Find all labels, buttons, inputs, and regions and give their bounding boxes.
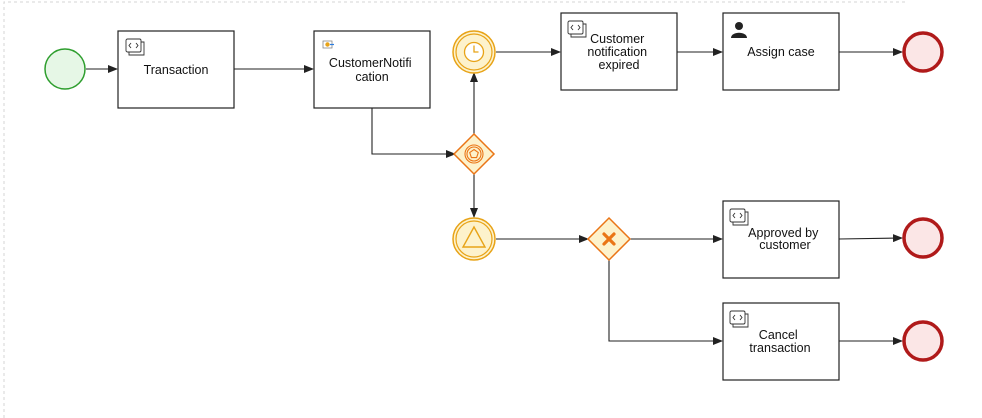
user-task-icon [731,22,747,38]
task-customer-notification-label: CustomerNotifi cation [329,56,415,84]
end-event-top[interactable] [902,31,944,73]
script-task-icon [729,208,749,226]
script-task-icon [729,310,749,328]
pentagon-icon [469,148,479,159]
flow-notification-to-event-gateway[interactable] [371,108,456,158]
task-cancel-transaction[interactable]: Cancel transaction [722,302,840,381]
signal-intermediate-event[interactable] [452,217,496,261]
event-based-gateway[interactable] [452,132,496,176]
task-approved-by-customer-line-2: customer [759,238,810,252]
canvas-boundary [3,1,905,418]
start-event[interactable] [44,48,86,90]
task-approved-by-customer[interactable]: Approved by customer [722,200,840,279]
task-notification-expired-line-1: Customer [590,32,644,46]
gateway-inner-ring-icon [466,146,482,162]
task-assign-case[interactable]: Assign case [722,12,840,91]
cross-icon [602,232,616,246]
script-task-icon [567,20,587,38]
task-transaction-line-1: Transaction [144,63,209,77]
task-assign-case-label: Assign case [747,45,814,59]
exclusive-gateway[interactable] [586,216,632,262]
task-cancel-transaction-line-2: transaction [749,341,810,355]
task-notification-expired-line-2: notification [587,45,647,59]
triangle-icon [461,225,487,248]
task-assign-case-line-1: Assign case [747,45,814,59]
task-customer-notification-line-2: cation [355,70,388,84]
end-event-bottom[interactable] [902,320,944,362]
script-task-icon [125,38,145,56]
task-transaction[interactable]: Transaction [117,30,235,109]
sequence-flows [86,48,903,345]
task-notification-expired-label: Customer notification expired [587,32,650,72]
end-event-middle[interactable] [902,217,944,259]
task-approved-by-customer-line-1: Approved by [748,226,819,240]
flow-approved-to-end-middle[interactable] [838,234,903,243]
task-customer-notification-line-1: CustomerNotifi [329,56,412,70]
task-cancel-transaction-line-1: Cancel [759,328,798,342]
flow-xor-to-cancel[interactable] [608,260,723,345]
service-task-icon [322,40,334,49]
timer-intermediate-event[interactable] [452,30,496,74]
clock-icon [463,41,485,63]
task-notification-expired-line-3: expired [599,58,640,72]
gateway-outer-ring-icon [464,144,484,164]
task-cancel-transaction-label: Cancel transaction [749,328,810,355]
task-customer-notification[interactable]: CustomerNotifi cation [313,30,431,109]
task-approved-by-customer-label: Approved by customer [748,226,822,252]
task-notification-expired[interactable]: Customer notification expired [560,12,678,91]
task-transaction-label: Transaction [144,63,209,77]
